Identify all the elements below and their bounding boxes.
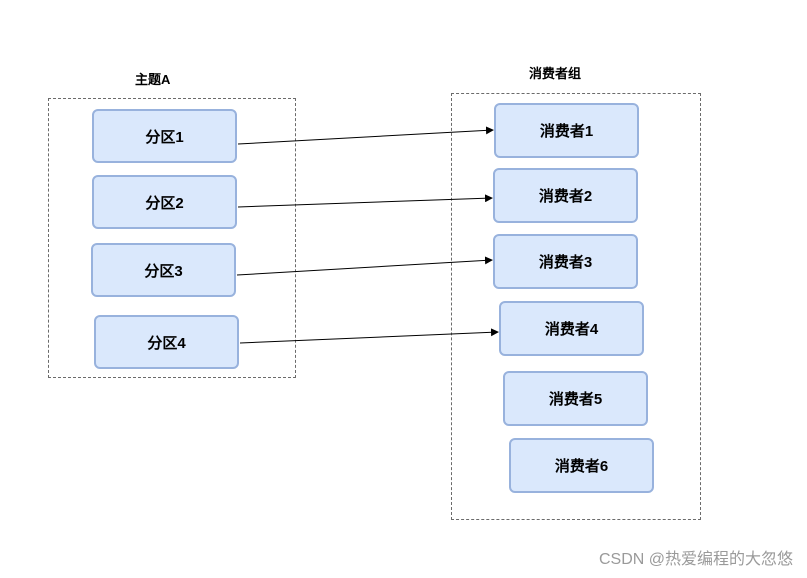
edge-partition1-consumer1 xyxy=(237,126,494,145)
partition-1[interactable]: 分区1 xyxy=(92,109,237,163)
consumer-4[interactable]: 消费者4 xyxy=(499,301,644,356)
consumer-6[interactable]: 消费者6 xyxy=(509,438,654,493)
watermark: CSDN @热爱编程的大忽悠 xyxy=(598,551,793,568)
consumer-1[interactable]: 消费者1 xyxy=(494,103,639,158)
consumer-5[interactable]: 消费者5 xyxy=(503,371,648,426)
edge-partition2-consumer2 xyxy=(237,194,493,208)
partition-3[interactable]: 分区3 xyxy=(91,243,236,297)
consumer-group-label: 消费者组 xyxy=(529,66,582,81)
consumer-group-container xyxy=(451,93,701,520)
partition-2[interactable]: 分区2 xyxy=(92,175,237,229)
consumer-3[interactable]: 消费者3 xyxy=(493,234,638,289)
partition-4[interactable]: 分区4 xyxy=(94,315,239,369)
edge-partition3-consumer3 xyxy=(236,256,493,276)
consumer-2[interactable]: 消费者2 xyxy=(493,168,638,223)
edge-partition4-consumer4 xyxy=(239,328,499,344)
topic-container xyxy=(48,98,296,378)
topic-label: 主题A xyxy=(135,72,171,87)
